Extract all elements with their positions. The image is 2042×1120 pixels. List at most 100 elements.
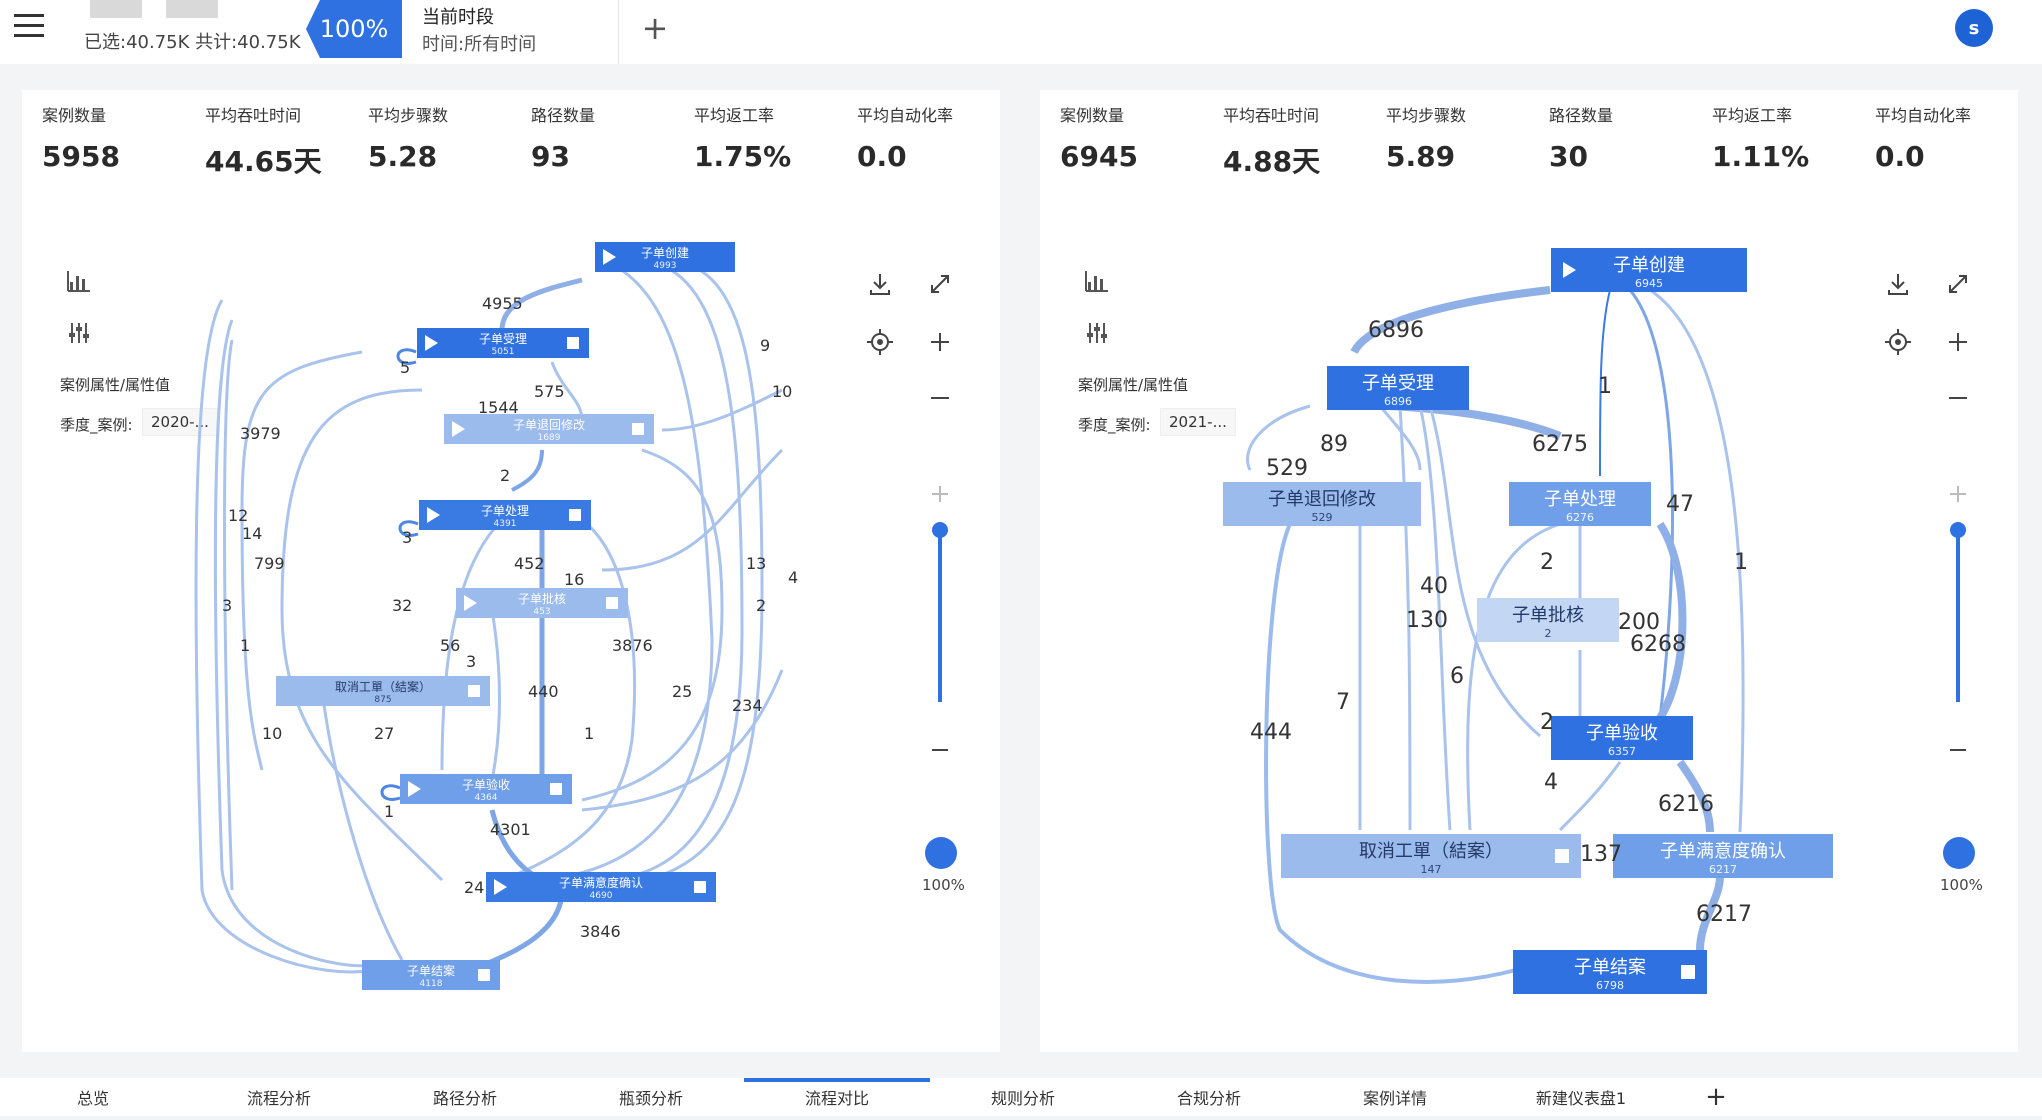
- edge-label: 89: [1320, 432, 1348, 457]
- edge-label: 1544: [478, 398, 519, 417]
- case-attribute-label: 案例属性/属性值: [60, 376, 171, 394]
- edge-label: 452: [514, 554, 545, 573]
- tab-process-compare[interactable]: 流程对比: [804, 1089, 869, 1108]
- zoom-out-icon[interactable]: [1942, 382, 1974, 414]
- bottom-tab-bar: 总览 流程分析 路径分析 瓶颈分析 流程对比 规则分析 合规分析 案例详情 新建…: [0, 1078, 2042, 1116]
- tab-process-analysis[interactable]: 流程分析: [246, 1089, 311, 1108]
- edge-label: 14: [242, 524, 263, 543]
- edge-line: [1378, 405, 1422, 471]
- selection-summary: 已选:40.75K 共计:40.75K: [84, 32, 301, 53]
- edge-label: 3: [466, 652, 477, 671]
- expand-icon[interactable]: [1942, 268, 1974, 300]
- zoom-in-icon[interactable]: [924, 326, 956, 358]
- add-period-plus-icon[interactable]: +: [641, 9, 669, 47]
- detail-slider[interactable]: [1946, 518, 1970, 708]
- edge-line: [499, 277, 583, 331]
- zoom-level-knob[interactable]: [924, 836, 958, 870]
- edge-label: 575: [534, 382, 565, 401]
- process-map-right: [1246, 286, 1745, 984]
- divider: [618, 0, 619, 64]
- locate-icon[interactable]: [1882, 326, 1914, 358]
- zoom-level-knob[interactable]: [1942, 836, 1976, 870]
- detail-slider[interactable]: [928, 518, 952, 708]
- menu-icon[interactable]: [10, 6, 46, 46]
- sliders-icon[interactable]: [64, 318, 94, 348]
- download-icon[interactable]: [1882, 268, 1914, 300]
- edge-label: 3: [402, 528, 413, 547]
- edge-label: 2: [1540, 710, 1554, 735]
- tab-path-analysis[interactable]: 路径分析: [432, 1089, 497, 1108]
- edge-label: 4301: [490, 820, 531, 839]
- tab-rule-analysis[interactable]: 规则分析: [990, 1089, 1055, 1108]
- blurred-placeholder: [166, 0, 218, 18]
- edge-line: [280, 388, 444, 882]
- download-icon[interactable]: [864, 268, 896, 300]
- zoom-in-icon[interactable]: [1942, 326, 1974, 358]
- edge-line: [320, 689, 404, 961]
- edge-line: [661, 388, 783, 432]
- expand-icon[interactable]: [924, 268, 956, 300]
- edge-line: [213, 319, 373, 968]
- edge-label: 4: [788, 568, 799, 587]
- tab-compliance-analysis[interactable]: 合规分析: [1176, 1089, 1241, 1108]
- edge-label: 9: [760, 336, 771, 355]
- quarter-attribute-select[interactable]: 2020-...: [142, 408, 218, 436]
- edge-label: 234: [732, 696, 763, 715]
- edge-line: [194, 299, 373, 974]
- detail-plus-icon[interactable]: [924, 478, 956, 510]
- detail-minus-icon[interactable]: [924, 734, 956, 766]
- edge-label: 137: [1580, 842, 1622, 867]
- bar-chart-icon[interactable]: [64, 266, 94, 296]
- sliders-icon[interactable]: [1082, 318, 1112, 348]
- tab-bottleneck-analysis[interactable]: 瓶颈分析: [618, 1089, 683, 1108]
- detail-plus-icon[interactable]: [1942, 478, 1974, 510]
- tab-new-dashboard[interactable]: 新建仪表盘1: [1535, 1089, 1627, 1108]
- edge-label: 10: [772, 382, 793, 401]
- edge-line: [581, 669, 784, 812]
- quarter-attribute-select[interactable]: 2021-...: [1160, 408, 1236, 436]
- edge-line: [1649, 288, 1745, 833]
- bar-chart-icon[interactable]: [1082, 266, 1112, 296]
- blurred-placeholder: [90, 0, 142, 18]
- filter-percent-badge[interactable]: 100%: [306, 0, 402, 58]
- user-avatar[interactable]: s: [1955, 9, 1993, 47]
- edge-line: [470, 889, 565, 973]
- self-loop-edge: [398, 520, 419, 537]
- edge-label: 27: [374, 724, 395, 743]
- node-cancel[interactable]: 取消工單（結案）875: [276, 676, 490, 706]
- edge-line: [541, 258, 714, 882]
- edge-label: 799: [254, 554, 285, 573]
- edge-label: 4955: [482, 294, 523, 313]
- tab-overview[interactable]: 总览: [76, 1089, 109, 1108]
- node-cancel[interactable]: 取消工單（結案）147: [1281, 834, 1581, 878]
- edge-label: 7: [1336, 690, 1350, 715]
- edge-label: 3: [222, 596, 233, 615]
- zoom-out-icon[interactable]: [924, 382, 956, 414]
- add-tab-plus-icon[interactable]: +: [1705, 1082, 1727, 1112]
- locate-icon[interactable]: [864, 326, 896, 358]
- detail-minus-icon[interactable]: [1942, 734, 1974, 766]
- edge-line: [581, 448, 724, 802]
- tab-case-details[interactable]: 案例详情: [1362, 1089, 1427, 1108]
- edge-line: [1246, 404, 1311, 471]
